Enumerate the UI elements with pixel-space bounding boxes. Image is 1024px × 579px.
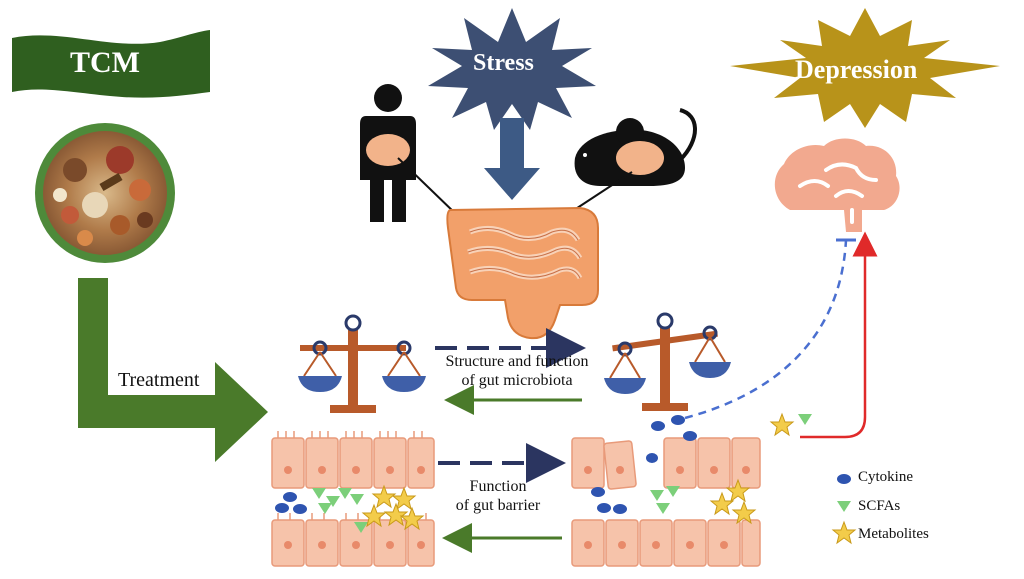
treatment-arrow — [78, 278, 268, 462]
intestine-icon — [446, 206, 599, 340]
legend-cytokine-icon — [837, 474, 851, 484]
legend-cytokine-label: Cytokine — [858, 469, 913, 485]
stress-down-arrow — [484, 118, 540, 200]
herb-bowl-image — [35, 123, 175, 263]
inhibit-dashed-arrow — [684, 239, 848, 420]
tcm-banner — [12, 30, 210, 98]
human-figure-icon — [360, 84, 416, 222]
legend-scfas-icon — [837, 501, 851, 512]
microbiota-label: Structure and function of gut microbiota — [432, 352, 602, 390]
human-to-gut-line — [397, 157, 459, 217]
balanced-scale-icon — [298, 314, 426, 413]
imbalanced-scale-icon — [604, 312, 731, 411]
activate-red-arrow — [800, 231, 878, 439]
barrier-label-line1: Function — [469, 478, 527, 495]
stress-label: Stress — [473, 50, 534, 76]
mouse-icon — [574, 108, 697, 186]
legend-scfas-label: SCFAs — [858, 498, 901, 514]
barrier-label: Function of gut barrier — [438, 477, 558, 515]
brain-icon — [774, 138, 900, 232]
barrier-label-line2: of gut barrier — [455, 497, 541, 514]
microbiota-label-line1: Structure and function — [445, 353, 589, 370]
damaged-gut-barrier — [571, 412, 812, 567]
microbiota-label-line2: of gut microbiota — [461, 372, 573, 389]
healthy-gut-barrier — [271, 431, 435, 567]
tcm-label: TCM — [70, 46, 140, 79]
stress-burst — [428, 8, 596, 130]
depression-burst — [730, 8, 1000, 128]
treatment-label: Treatment — [118, 369, 200, 391]
depression-label: Depression — [795, 55, 918, 84]
legend-metabolites-icon — [831, 520, 857, 545]
legend-metabolites-label: Metabolites — [858, 526, 929, 542]
